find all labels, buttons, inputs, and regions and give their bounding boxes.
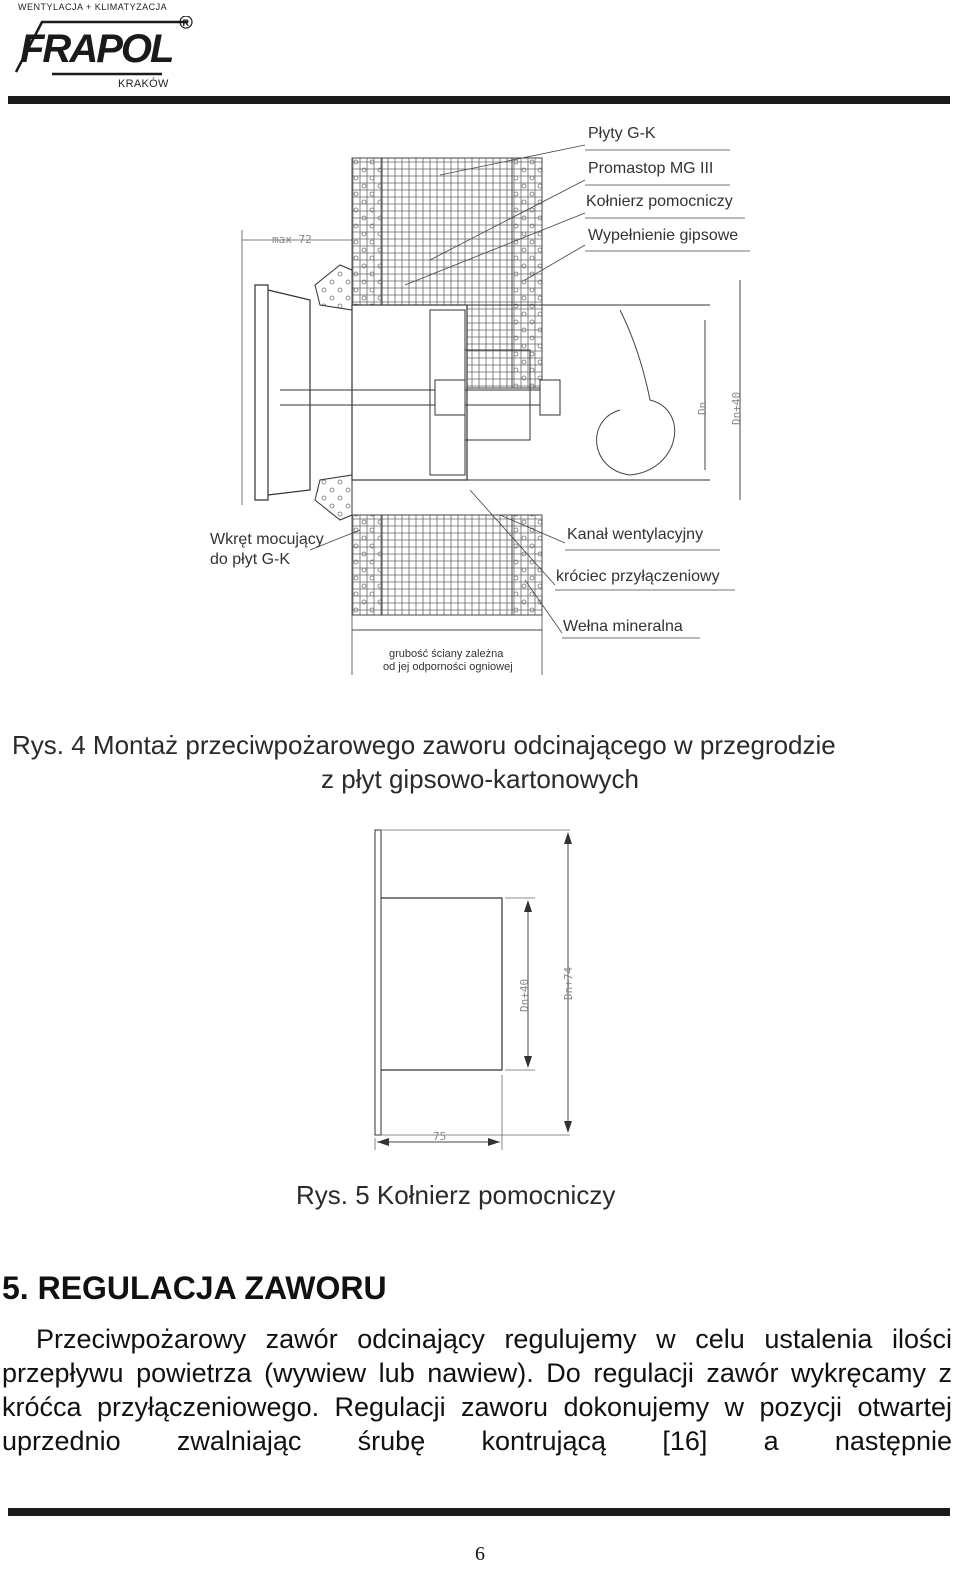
svg-text:R: R <box>183 18 190 28</box>
figure4-drawing: max 72 Dn Dn+40 Płyty G-K Promastop MG I… <box>210 125 750 675</box>
dim-75-fig5: 75 <box>433 1130 446 1143</box>
label-wypelnienie: Wypełnienie gipsowe <box>588 227 738 244</box>
label-grubosc-1: grubość ściany zależna <box>389 648 504 660</box>
label-grubosc-2: od jej odporności ogniowej <box>383 661 513 673</box>
logo-wordmark: FRAPOL <box>20 27 173 71</box>
header-rule <box>8 96 950 104</box>
label-kanal: Kanał wentylacyjny <box>567 526 703 543</box>
company-city: KRAKÓW <box>118 78 169 90</box>
dim-dn40-fig5: Dn+40 <box>518 979 531 1012</box>
label-wkret-1: Wkręt mocujący <box>210 531 324 548</box>
dim-dn: Dn <box>696 402 709 415</box>
dim-dn40: Dn+40 <box>730 392 743 425</box>
figure5-caption: Rys. 5 Kołnierz pomocniczy <box>296 1180 616 1210</box>
company-tagline: WENTYLACJA + KLIMATYZACJA <box>18 2 168 12</box>
section-body: Przeciwpożarowy zawór odcinający reguluj… <box>2 1322 952 1458</box>
page-number: 6 <box>475 1543 485 1565</box>
label-krociec: króciec przyłączeniowy <box>556 568 720 585</box>
figure4-caption-line2: z płyt gipsowo-kartonowych <box>321 764 639 794</box>
figure5-drawing: Dn+40 Dn+74 75 <box>374 829 575 1150</box>
section-paragraph: Przeciwpożarowy zawór odcinający reguluj… <box>2 1324 952 1456</box>
label-kolnierz: Kołnierz pomocniczy <box>586 193 733 210</box>
label-promastop: Promastop MG III <box>588 160 713 177</box>
label-wkret-2: do płyt G-K <box>210 551 290 568</box>
dim-max72: max 72 <box>272 233 312 246</box>
label-plyty: Płyty G-K <box>588 125 656 142</box>
figure4-caption-line1: Rys. 4 Montaż przeciwpożarowego zaworu o… <box>12 730 836 760</box>
frapol-logo: FRAPOL R <box>14 16 193 76</box>
dim-dn74-fig5: Dn+74 <box>562 967 575 1000</box>
section-title: 5. REGULACJA ZAWORU <box>2 1270 387 1306</box>
footer-rule <box>8 1508 950 1516</box>
label-welna: Wełna mineralna <box>563 618 683 635</box>
